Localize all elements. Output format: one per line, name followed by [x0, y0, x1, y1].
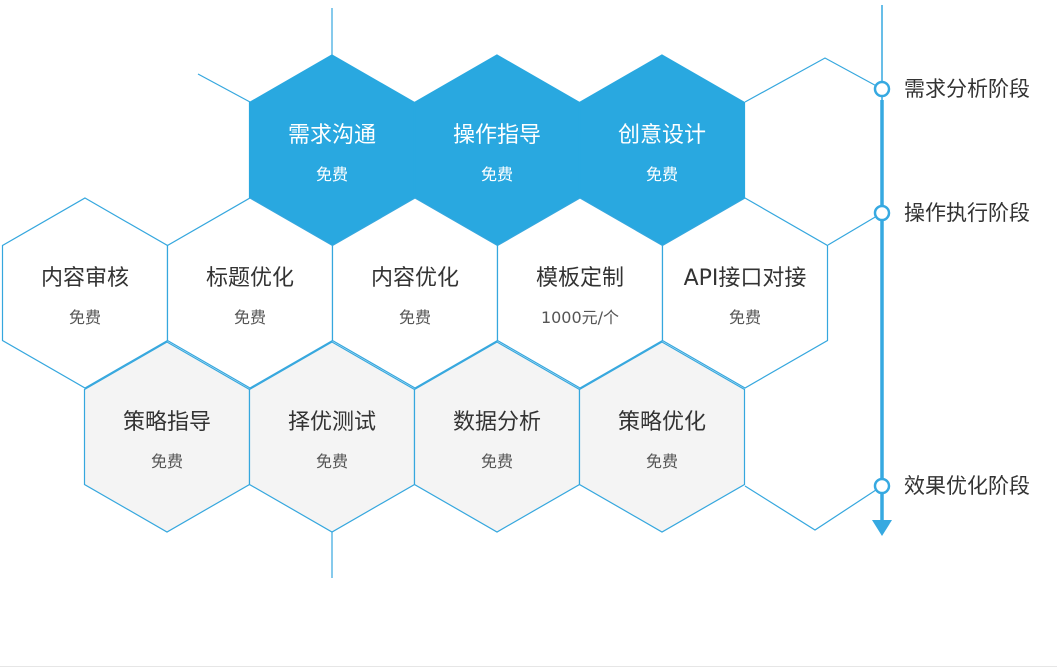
stage-marker-icon	[873, 80, 891, 98]
hexagon-title: 模板定制	[536, 266, 624, 291]
hexagon-price: 免费	[234, 308, 266, 327]
hexagon-title: 创意设计	[618, 123, 706, 148]
hexagon-title: 策略指导	[123, 410, 211, 435]
bottom-divider	[0, 666, 1057, 667]
hexagon-price: 免费	[481, 165, 513, 184]
hexagon-price: 免费	[729, 308, 761, 327]
connector-bottom-right	[744, 485, 883, 531]
stage-marker-icon	[873, 477, 891, 495]
hexagon-price: 免费	[151, 452, 183, 471]
stage-label: 操作执行阶段	[904, 201, 1030, 225]
stage-marker-icon	[873, 204, 891, 222]
connector-top-left	[197, 73, 251, 103]
connector-top-right	[744, 57, 883, 103]
hexagon-title: 数据分析	[453, 410, 541, 435]
hexagon-price: 1000元/个	[541, 308, 619, 327]
hexagon-title: 操作指导	[453, 123, 541, 148]
hexagon-title: 策略优化	[618, 410, 706, 435]
hexagon-price: 免费	[481, 452, 513, 471]
hexagon-cell: 模板定制 1000元/个	[496, 197, 664, 389]
hexagon-price: 免费	[69, 308, 101, 327]
hexagon-title: 内容优化	[371, 266, 459, 291]
hexagon-price: 免费	[316, 165, 348, 184]
hexagon-price: 免费	[646, 165, 678, 184]
hexagon-price: 免费	[399, 308, 431, 327]
connector-lines	[197, 8, 883, 578]
timeline-arrow-icon	[872, 520, 892, 536]
hexagon-price: 免费	[316, 452, 348, 471]
hexagon-title: API接口对接	[684, 266, 807, 291]
hexagon-grid: 需求沟通免费操作指导免费创意设计免费内容审核免费标题优化免费内容优化免费模板定制…	[1, 54, 829, 533]
hexagon-title: 需求沟通	[288, 123, 376, 148]
stage-label: 效果优化阶段	[904, 474, 1030, 498]
hexagon-title: 择优测试	[288, 410, 376, 435]
hexagon-title: 标题优化	[206, 266, 294, 291]
hexagon-shape	[578, 341, 746, 533]
hexagon-title: 内容审核	[41, 266, 129, 291]
hexagon-price: 免费	[646, 452, 678, 471]
stage-label: 需求分析阶段	[904, 77, 1030, 101]
connector-middle-right	[827, 212, 883, 246]
hexagon-shape	[661, 197, 829, 389]
